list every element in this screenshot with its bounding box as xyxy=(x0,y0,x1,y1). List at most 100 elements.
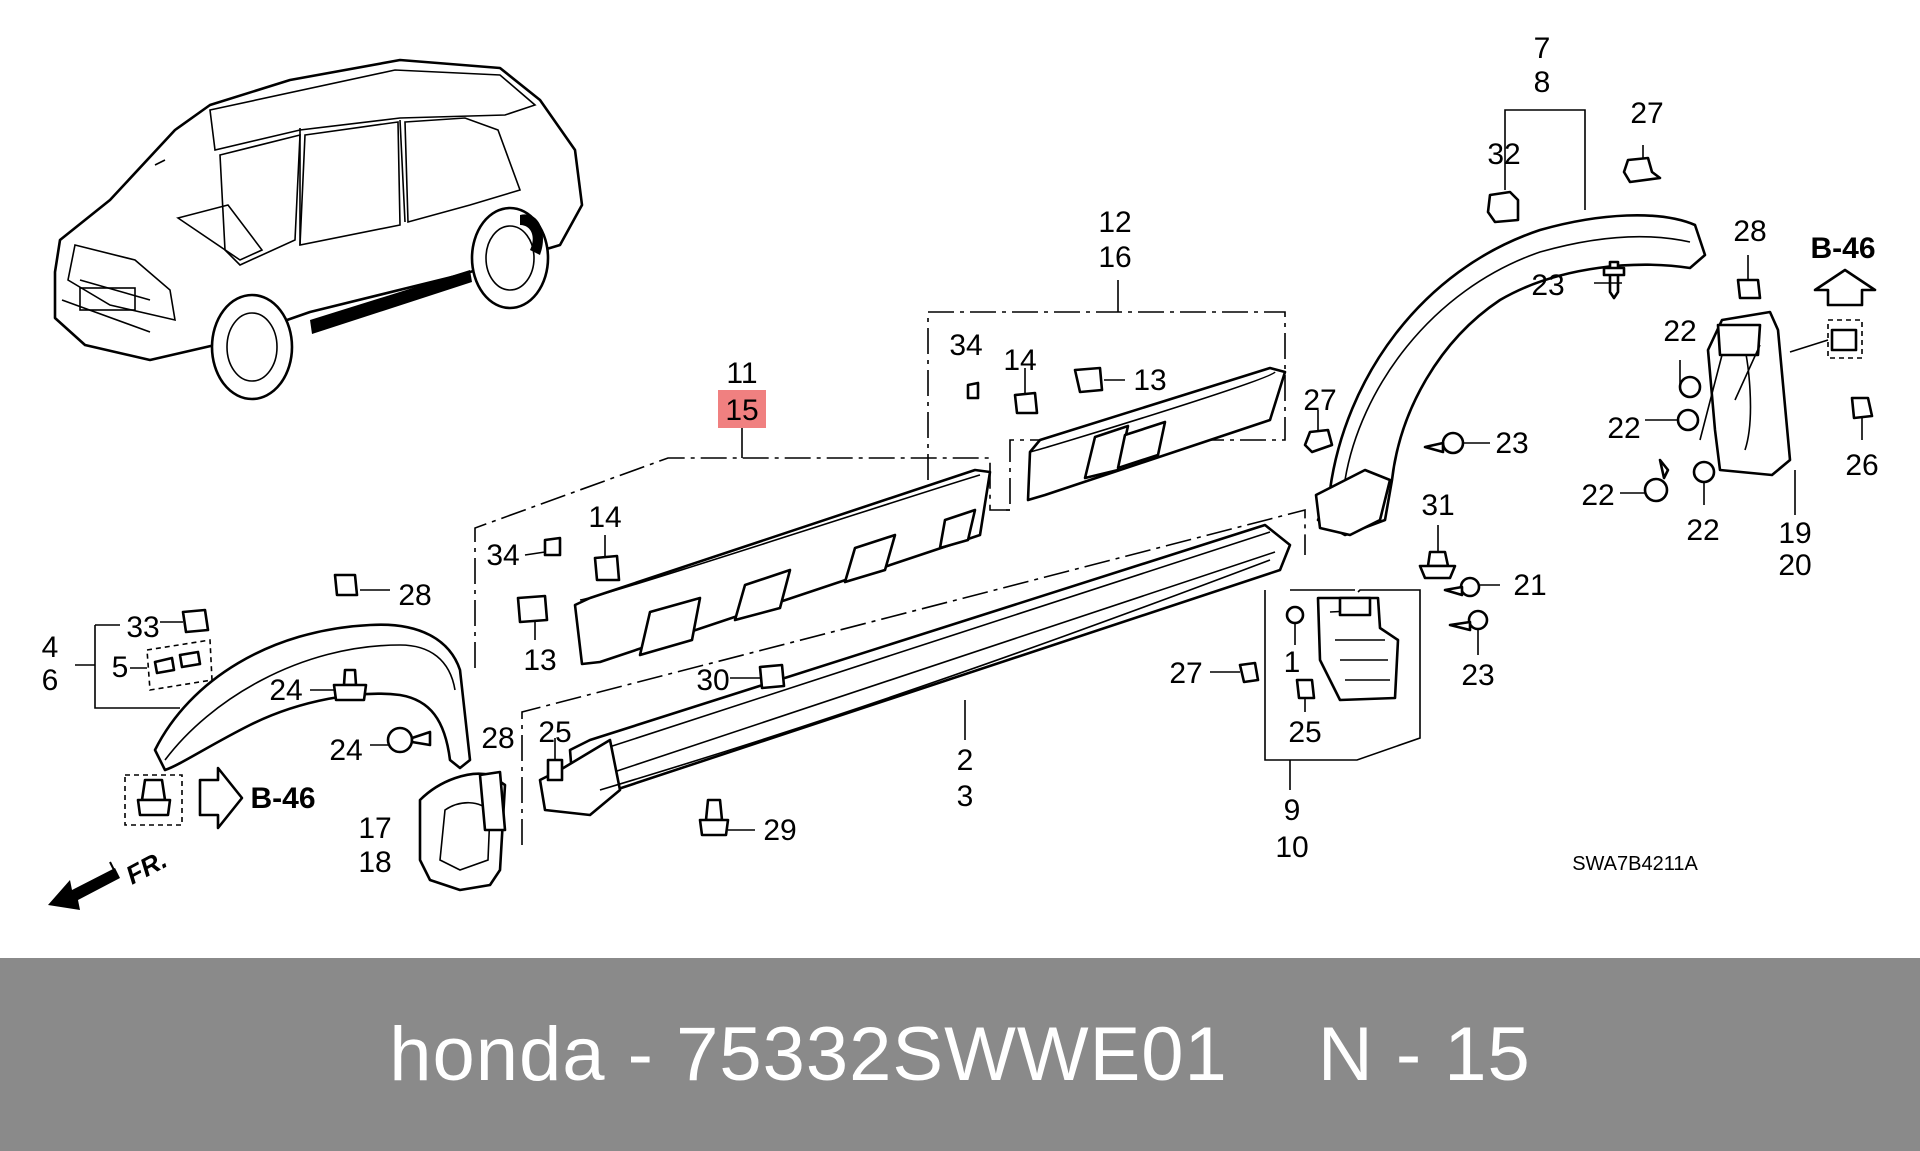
part-number: 75332SWWE01 xyxy=(676,1012,1228,1097)
clip-27-mid xyxy=(1303,428,1334,454)
label-9: 9 xyxy=(1284,794,1301,827)
side-sill-group xyxy=(521,508,1306,845)
highlight-box xyxy=(718,390,766,428)
arrow-right-icon xyxy=(198,766,244,830)
position-label: N - 15 xyxy=(1317,1012,1531,1097)
label-19: 19 xyxy=(1778,517,1811,550)
front-mudguard-group xyxy=(418,770,507,892)
screw-23-b xyxy=(1423,431,1490,455)
label-22-b: 22 xyxy=(1607,412,1640,445)
tape-5-a xyxy=(153,656,176,675)
retainer-22-a xyxy=(1678,360,1702,399)
clip-28-left xyxy=(333,573,359,597)
label-6: 6 xyxy=(42,664,59,697)
clip-25-right xyxy=(1295,678,1316,700)
clip-27-top xyxy=(1622,156,1662,184)
clip-14-top xyxy=(1013,391,1039,415)
label-2: 2 xyxy=(957,744,974,777)
label-32: 32 xyxy=(1487,138,1520,171)
label-17: 17 xyxy=(358,812,391,845)
label-26: 26 xyxy=(1845,449,1878,482)
arrow-up-icon xyxy=(1813,268,1877,307)
clip-13-top xyxy=(1073,366,1104,394)
separator: - xyxy=(627,1012,654,1097)
diagram-canvas: 7 8 27 32 28 B-46 23 12 16 34 14 13 27 2… xyxy=(42,32,1879,910)
screw-23-a xyxy=(1594,260,1626,300)
front-wheel-arch-group xyxy=(48,573,472,910)
label-22-c: 22 xyxy=(1581,479,1614,512)
door-garnish-lower-group xyxy=(474,428,1010,668)
label-33: 33 xyxy=(126,611,159,644)
label-11: 11 xyxy=(726,357,757,390)
footer-caption: honda - 75332SWWE01 N - 15 xyxy=(0,958,1920,1151)
screw-23-c xyxy=(1448,609,1489,655)
label-31: 31 xyxy=(1421,489,1454,522)
screw-34-mid xyxy=(543,536,562,557)
label-27-mid: 27 xyxy=(1303,384,1336,417)
nut-1 xyxy=(1285,605,1305,625)
label-15: 15 xyxy=(725,394,758,427)
retainer-22-b xyxy=(1645,408,1700,432)
clip-13-mid xyxy=(516,594,549,624)
screw-29 xyxy=(698,798,755,837)
label-24-b: 24 xyxy=(329,734,362,767)
label-13-mid: 13 xyxy=(523,644,556,677)
retainer-22-c xyxy=(1620,458,1670,503)
label-13-top: 13 xyxy=(1133,364,1166,397)
screw-21 xyxy=(1443,576,1500,598)
label-27-top: 27 xyxy=(1630,97,1663,130)
label-21: 21 xyxy=(1513,569,1546,602)
label-22-a: 22 xyxy=(1663,315,1696,348)
clip-33 xyxy=(181,608,210,634)
clip-14-mid xyxy=(593,554,621,582)
label-14-mid: 14 xyxy=(588,501,621,534)
label-8: 8 xyxy=(1534,66,1551,99)
label-28-right: 28 xyxy=(1733,215,1766,248)
label-3: 3 xyxy=(957,780,974,813)
screw-34-top xyxy=(966,381,980,400)
parts-diagram: 7 8 27 32 28 B-46 23 12 16 34 14 13 27 2… xyxy=(41,32,1879,910)
label-16: 16 xyxy=(1098,241,1131,274)
clip-30 xyxy=(758,663,786,690)
label-28-left: 28 xyxy=(398,579,431,612)
bracket-group xyxy=(1210,589,1421,790)
front-direction-arrow-icon xyxy=(48,861,120,910)
label-30: 30 xyxy=(696,664,729,697)
rear-mudguard-group xyxy=(1620,255,1877,515)
footer-bar: honda - 75332SWWE01 N - 15 xyxy=(0,958,1920,1151)
label-1: 1 xyxy=(1284,646,1301,679)
door-garnish-upper-group xyxy=(927,280,1287,511)
diagram-code: SWA7B4211A xyxy=(1572,853,1698,875)
clip-26 xyxy=(1850,396,1874,420)
label-fr: FR. xyxy=(121,844,172,890)
screw-24-b xyxy=(370,726,432,754)
label-34-top: 34 xyxy=(949,329,982,362)
tape-5-b xyxy=(178,650,202,669)
label-23-b: 23 xyxy=(1495,427,1528,460)
label-28-low: 28 xyxy=(481,722,514,755)
label-22-d: 22 xyxy=(1686,514,1719,547)
label-20: 20 xyxy=(1778,549,1811,582)
label-14-top: 14 xyxy=(1003,344,1036,377)
label-23-a: 23 xyxy=(1531,269,1564,302)
label-4: 4 xyxy=(42,631,59,664)
label-18: 18 xyxy=(358,846,391,879)
brand-name: honda xyxy=(389,1012,606,1097)
label-b46-right: B-46 xyxy=(1810,232,1875,265)
label-5: 5 xyxy=(112,651,129,684)
screw-24-a xyxy=(310,668,368,702)
clip-28-right xyxy=(1736,278,1762,300)
label-10: 10 xyxy=(1275,831,1308,864)
label-25-b: 25 xyxy=(1288,716,1321,749)
clip-25-left xyxy=(546,758,564,782)
label-7: 7 xyxy=(1534,32,1551,65)
retainer-22-d xyxy=(1692,460,1716,505)
label-12: 12 xyxy=(1098,206,1131,239)
label-29: 29 xyxy=(763,814,796,847)
label-24-a: 24 xyxy=(269,674,302,707)
clip-27-low xyxy=(1238,661,1260,684)
vehicle-illustration xyxy=(53,58,584,401)
rear-wheel-arch-group xyxy=(1314,109,1707,537)
label-25-a: 25 xyxy=(538,716,571,749)
misc-clips-group xyxy=(1303,410,1500,655)
